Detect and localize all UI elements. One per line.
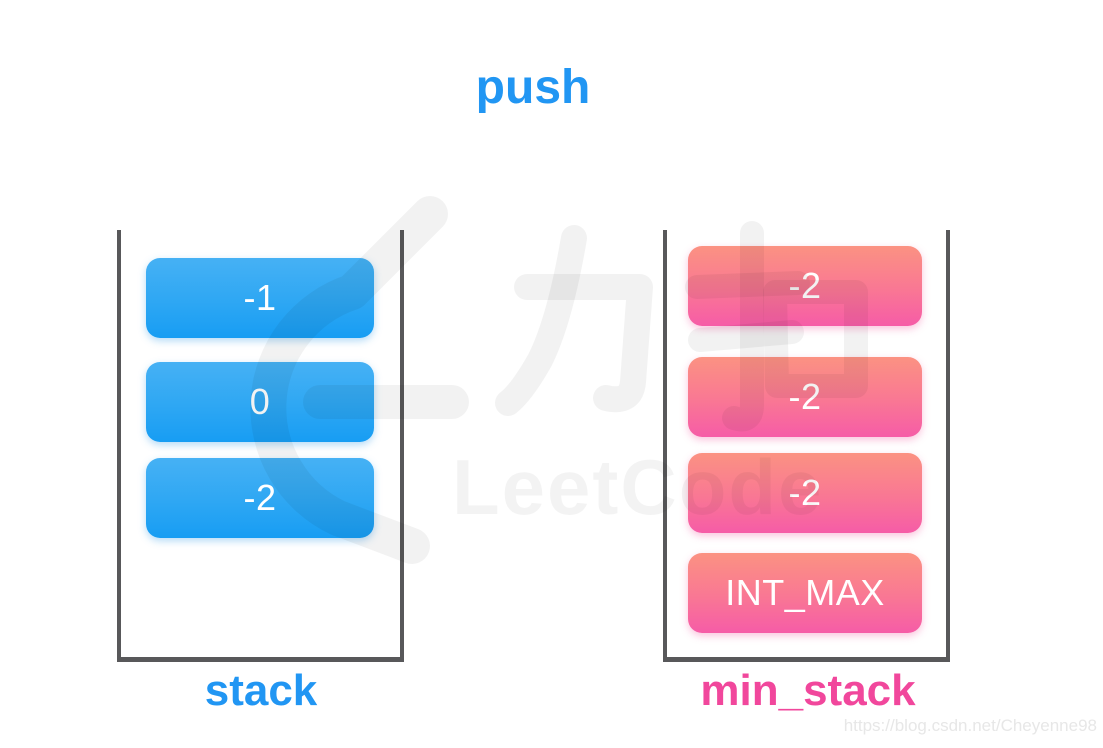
min-stack-item-value: -2 <box>788 472 822 513</box>
stack-item-value: -1 <box>243 277 277 318</box>
min-stack-item-value: -2 <box>788 376 822 417</box>
stack-item: 0 <box>146 362 374 442</box>
min-stack-item-value: -2 <box>788 265 822 306</box>
min-stack-item-value: INT_MAX <box>725 572 885 613</box>
blog-url-watermark: https://blog.csdn.net/Cheyenne98 <box>843 716 1097 735</box>
min-stack-container: -2 -2 -2 INT_MAX <box>663 230 950 662</box>
min-stack-label: min_stack <box>700 666 916 715</box>
min-stack-item: INT_MAX <box>688 553 922 633</box>
min-stack-item: -2 <box>688 246 922 326</box>
page-title: push <box>475 61 591 114</box>
li-character-icon <box>514 274 653 413</box>
li-character-icon <box>495 225 587 416</box>
stack-label: stack <box>204 666 318 715</box>
min-stack-item: -2 <box>688 453 922 533</box>
stack-item-value: 0 <box>249 381 271 422</box>
stack-item-value: -2 <box>243 477 277 518</box>
min-stack-item: -2 <box>688 357 922 437</box>
stack-item: -2 <box>146 458 374 538</box>
stack-item: -1 <box>146 258 374 338</box>
stack-container: -1 0 -2 <box>117 230 404 662</box>
